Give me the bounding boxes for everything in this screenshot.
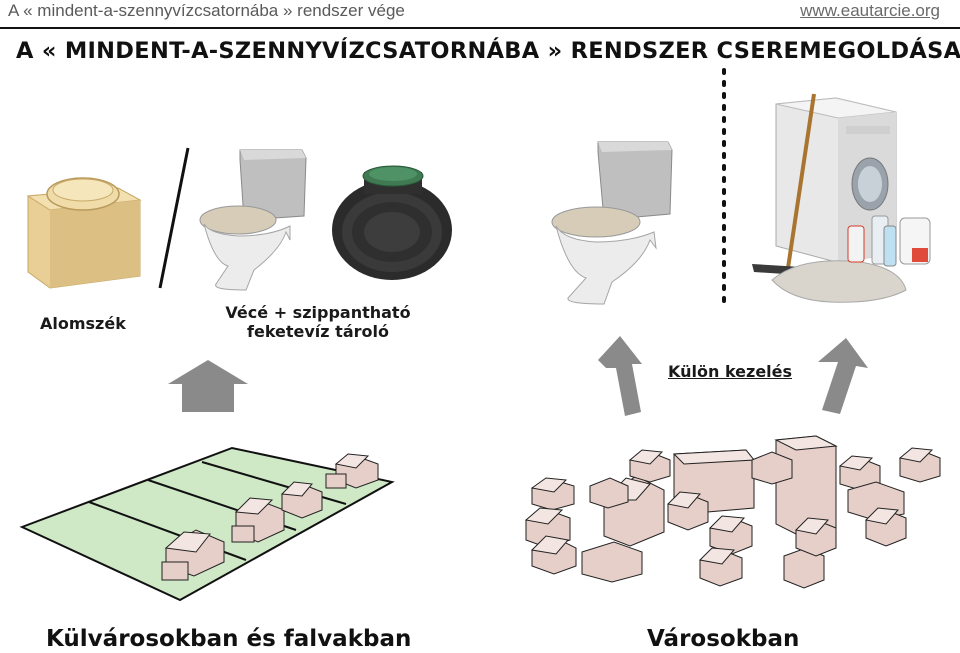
up-arrow-icon	[818, 338, 868, 414]
house-icon	[708, 515, 753, 555]
label-cities: Városokban	[647, 626, 800, 652]
cleaning-bottles-icon	[771, 215, 931, 303]
house-icon	[530, 535, 577, 575]
up-arrow-icon	[598, 336, 642, 416]
house-icon	[838, 455, 881, 491]
up-arrow-icon	[168, 360, 248, 412]
house-icon	[231, 497, 285, 543]
house-icon	[325, 453, 379, 489]
house-icon	[161, 529, 225, 581]
site-link[interactable]: www.eautarcie.org	[800, 1, 940, 20]
label-suburbs: Külvárosokban és falvakban	[46, 626, 412, 652]
divider-slash	[158, 147, 190, 289]
house-icon	[898, 447, 941, 483]
house-icon	[751, 451, 793, 485]
house-icon	[581, 541, 643, 583]
house-icon	[530, 477, 575, 511]
dry-toilet-box-icon	[26, 177, 142, 289]
label-dry-toilet: Alomszék	[40, 314, 126, 333]
house-icon	[794, 517, 837, 557]
flush-toilet-icon	[199, 149, 307, 291]
slide-title: A « mindent-a-szennyvízcsatornába » rend…	[8, 1, 405, 20]
house-icon	[280, 481, 323, 519]
house-icon	[666, 491, 709, 531]
house-icon	[589, 477, 629, 509]
divider	[0, 27, 960, 29]
septic-tank-icon	[332, 165, 452, 280]
house-icon	[698, 547, 743, 587]
flush-toilet-icon	[551, 141, 673, 305]
label-toilet-tank: Vécé + szippantható feketevíz tároló	[220, 303, 416, 341]
label-toilet-tank-line1: Vécé + szippantható	[225, 303, 411, 322]
city-cluster	[524, 435, 941, 589]
page-title: A « MINDENT-A-SZENNYVÍZCSATORNÁBA » REND…	[16, 38, 960, 64]
top-bar: A « mindent-a-szennyvízcsatornába » rend…	[0, 0, 960, 26]
house-icon	[864, 507, 907, 547]
label-separate-treatment: Külön kezelés	[668, 362, 793, 381]
label-toilet-tank-line2: feketevíz tároló	[247, 322, 389, 341]
house-icon	[628, 449, 671, 483]
